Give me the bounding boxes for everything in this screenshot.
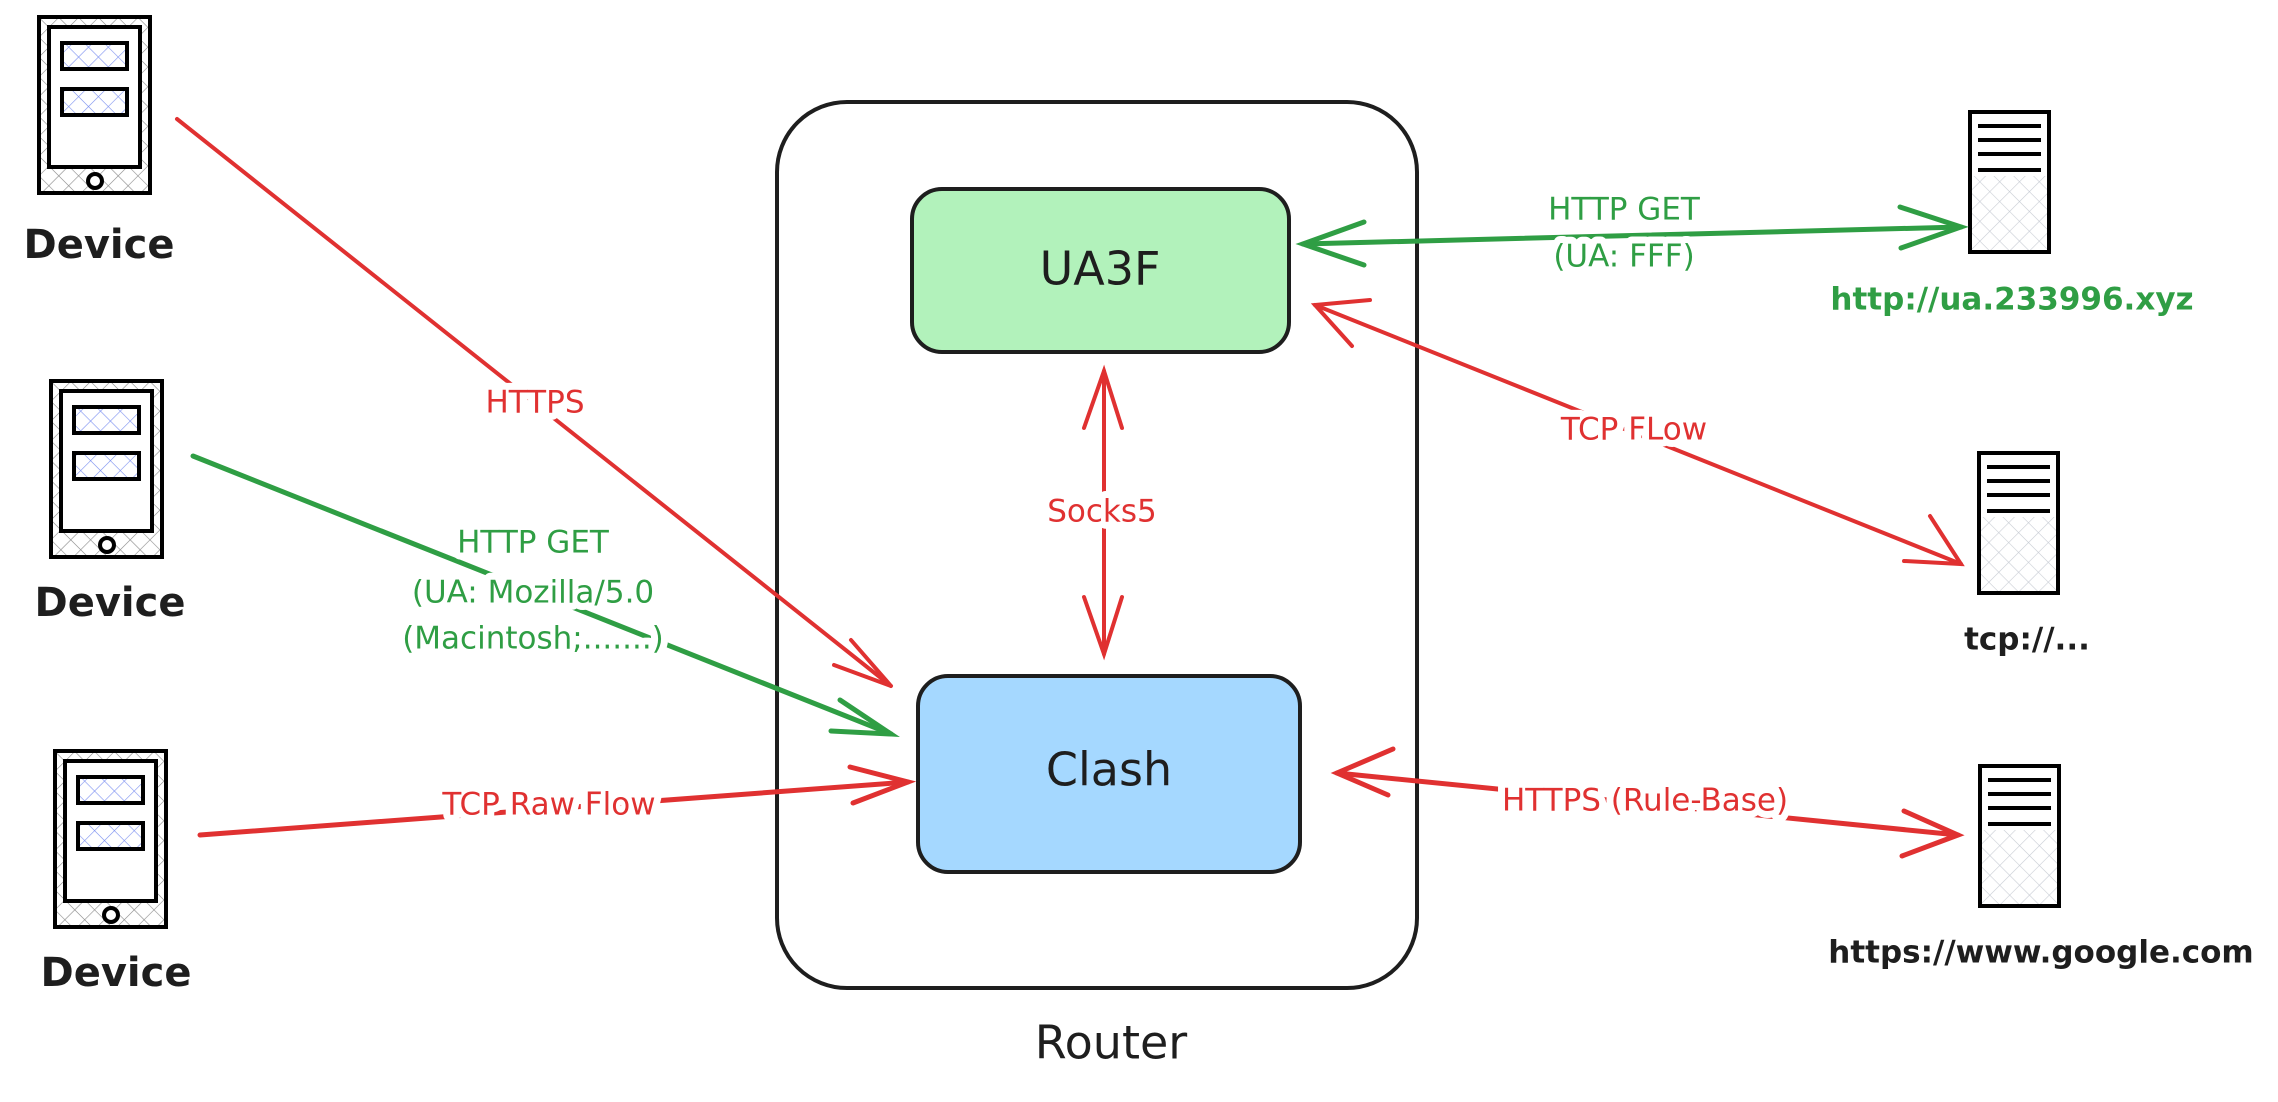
server-3-label: https://www.google.com (1828, 935, 2253, 971)
device-1-label: Device (24, 222, 175, 268)
ua3f-label: UA3F (1040, 242, 1161, 296)
label-line: (UA: FFF) (1553, 239, 1694, 275)
arrow-https-device-to-clash (175, 117, 893, 688)
arrow-socks5 (1082, 364, 1124, 661)
device-1 (37, 15, 152, 195)
arrow-tcp-raw-flow (197, 764, 917, 838)
label-http-get-server: HTTP GET (UA: FFF) (1541, 185, 1708, 282)
label-tcp-raw-flow: TCP Raw Flow (441, 787, 655, 823)
label-socks5: Socks5 (1047, 494, 1157, 530)
tablet-icon (37, 15, 152, 195)
label-https: HTTPS (485, 385, 584, 421)
device-3-label: Device (41, 950, 192, 996)
ua3f-node: UA3F (910, 187, 1291, 354)
label-line: HTTP GET (1548, 192, 1701, 228)
device-3 (53, 749, 168, 929)
label-https-rule-base: HTTPS (Rule-Base) (1502, 783, 1788, 819)
tablet-icon (53, 749, 168, 929)
device-2 (49, 379, 164, 559)
label-line: (Macintosh;.......) (402, 621, 664, 657)
server-icon (1977, 451, 2060, 595)
label-line: (UA: Mozilla/5.0 (412, 575, 654, 611)
server-icon (1968, 110, 2051, 254)
server-1-label: http://ua.233996.xyz (1830, 282, 2193, 318)
clash-label: Clash (1046, 743, 1172, 797)
server-3 (1978, 764, 2061, 908)
clash-node: Clash (916, 674, 1302, 874)
label-line: HTTP GET (457, 525, 610, 561)
label-tcp-flow: TCP FLow (1560, 412, 1707, 448)
arrow-tcp-flow (1310, 298, 1965, 567)
label-http-get-device: HTTP GET (UA: Mozilla/5.0 (Macintosh;...… (395, 518, 671, 664)
arrow-http-get-ua3f-server (1295, 204, 1969, 268)
server-1 (1968, 110, 2051, 254)
server-2 (1977, 451, 2060, 595)
arrow-https-rule-base (1330, 746, 1965, 859)
device-2-label: Device (35, 580, 186, 626)
router-box (775, 100, 1419, 990)
router-label: Router (1035, 1016, 1188, 1070)
tablet-icon (49, 379, 164, 559)
server-icon (1978, 764, 2061, 908)
server-2-label: tcp://... (1964, 622, 2090, 658)
arrow-http-get-device-to-clash (190, 453, 900, 737)
